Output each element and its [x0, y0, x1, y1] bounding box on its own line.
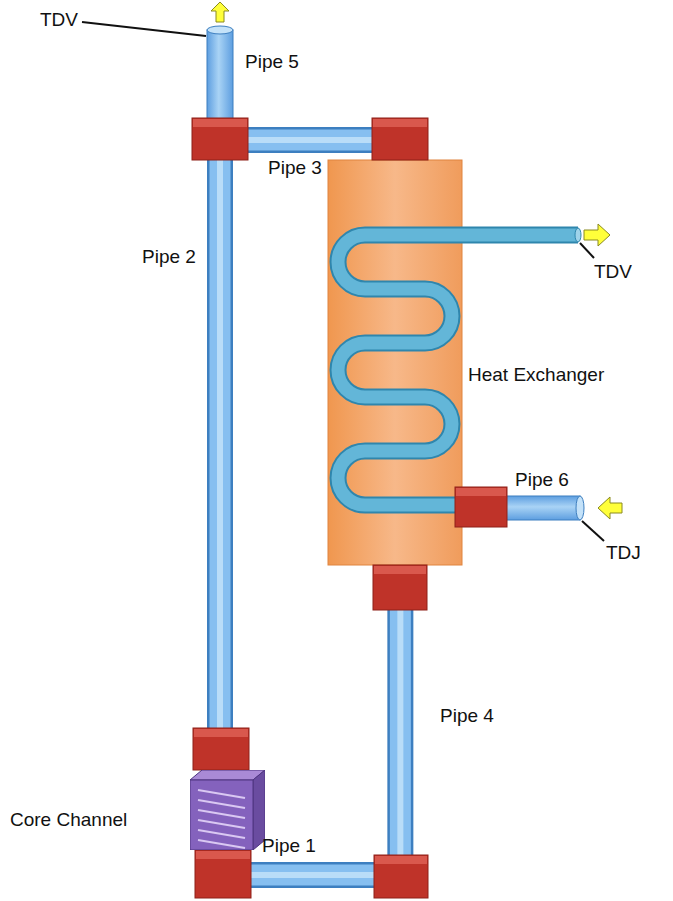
- flow-arrow: [584, 224, 610, 246]
- valve-label: TDV: [594, 261, 632, 282]
- junction: [373, 565, 427, 610]
- pipe-label: Pipe 2: [142, 246, 196, 267]
- core-channel: Core Channel: [190, 770, 265, 850]
- flow-arrow: [211, 2, 229, 22]
- junction: [374, 855, 428, 898]
- label-slot: Pipe 5: [245, 51, 299, 73]
- label-slot: Pipe 3: [268, 157, 322, 179]
- heat-exchanger-label: Heat Exchanger: [468, 364, 604, 385]
- text-slot: Heat Exchanger: [468, 364, 604, 386]
- junction: [192, 118, 248, 160]
- pipe-label: Pipe 5: [245, 51, 299, 72]
- label-slot: Pipe 2: [142, 246, 196, 268]
- label-slot: TDV: [594, 261, 632, 283]
- pipe-label: Pipe 4: [440, 705, 494, 726]
- leader-line: [580, 243, 594, 258]
- pipe-label: Pipe 1: [262, 835, 316, 856]
- junction: [455, 487, 507, 527]
- junction: [372, 118, 428, 160]
- valve-label: TDV: [40, 9, 78, 30]
- junction-label: TDJ: [606, 542, 641, 563]
- label-slot: Pipe 6: [515, 469, 569, 491]
- pipe-label: Pipe 3: [268, 157, 322, 178]
- pipe-5: [207, 30, 233, 122]
- label-slot: Pipe 4: [440, 705, 494, 727]
- pipe-6-end: [576, 496, 584, 520]
- leader-line: [82, 22, 206, 36]
- text-slot: Core Channel: [10, 809, 127, 831]
- junction: [195, 850, 251, 898]
- pipe-5-end: [207, 26, 233, 34]
- label-slot: TDV: [40, 9, 78, 31]
- heat-exchanger: Heat Exchanger: [328, 160, 462, 565]
- junction: [193, 728, 249, 770]
- pipe-label: Pipe 6: [515, 469, 569, 490]
- flow-arrow: [598, 497, 622, 519]
- core-channel-block: [190, 770, 265, 850]
- leader-line: [582, 521, 604, 541]
- label-slot: TDJ: [606, 542, 641, 564]
- coil-outlet: [575, 228, 581, 242]
- pipe-6: [500, 496, 580, 520]
- label-slot: Pipe 1: [262, 835, 316, 857]
- core-channel-label: Core Channel: [10, 809, 127, 830]
